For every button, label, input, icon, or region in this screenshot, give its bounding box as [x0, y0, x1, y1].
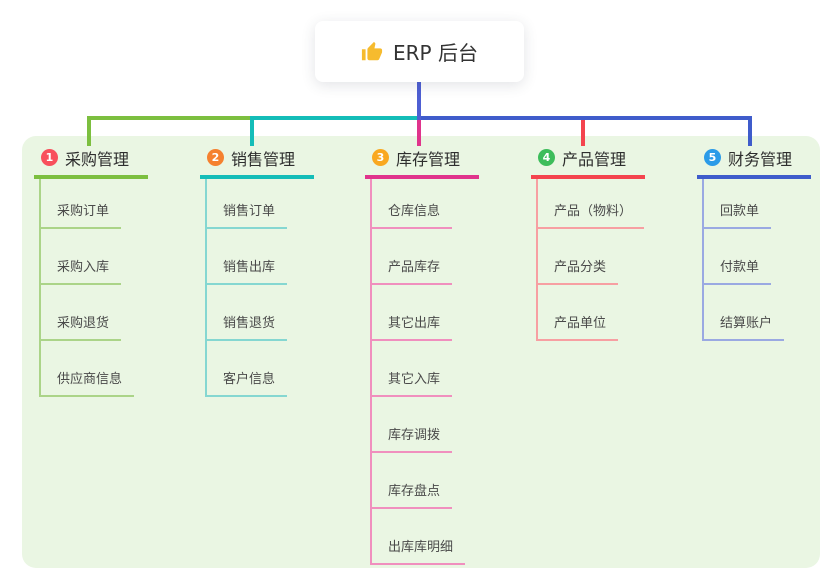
branch-header-inventory[interactable]: 3 库存管理 — [365, 146, 479, 179]
branch-label: 产品管理 — [562, 149, 627, 169]
child-node[interactable]: 产品库存 — [372, 229, 453, 285]
child-node[interactable]: 采购退货 — [41, 285, 122, 341]
branch-label: 库存管理 — [396, 149, 461, 169]
child-node[interactable]: 库存盘点 — [372, 453, 453, 509]
branch-number-badge: 1 — [41, 149, 58, 166]
branch-purchase: 1 采购管理 采购订单 采购入库 采购退货 供应商信息 — [34, 146, 148, 397]
connector-drop-finance — [748, 116, 752, 146]
branch-children: 回款单 付款单 结算账户 — [702, 179, 811, 341]
branch-number-badge: 5 — [704, 149, 721, 166]
connector-drop-inventory — [417, 120, 421, 146]
thumbs-up-icon — [361, 41, 383, 63]
child-node[interactable]: 库存调拨 — [372, 397, 453, 453]
connector-bus-purchase — [87, 116, 252, 120]
branch-product: 4 产品管理 产品（物料） 产品分类 产品单位 — [531, 146, 645, 341]
connector-bus-finance — [419, 116, 752, 120]
connector-root-stem — [417, 81, 421, 120]
branch-header-finance[interactable]: 5 财务管理 — [697, 146, 811, 179]
child-node[interactable]: 采购入库 — [41, 229, 122, 285]
child-node[interactable]: 客户信息 — [207, 341, 288, 397]
branches-panel — [22, 136, 820, 568]
connector-drop-purchase — [87, 116, 91, 146]
child-node[interactable]: 销售退货 — [207, 285, 288, 341]
connector-drop-product — [581, 120, 585, 146]
child-node[interactable]: 结算账户 — [704, 285, 785, 341]
child-node[interactable]: 其它出库 — [372, 285, 453, 341]
child-node[interactable]: 供应商信息 — [41, 341, 135, 397]
branch-finance: 5 财务管理 回款单 付款单 结算账户 — [697, 146, 811, 341]
branch-children: 采购订单 采购入库 采购退货 供应商信息 — [39, 179, 148, 397]
root-label: ERP 后台 — [393, 41, 478, 65]
branch-header-purchase[interactable]: 1 采购管理 — [34, 146, 148, 179]
branch-children: 产品（物料） 产品分类 产品单位 — [536, 179, 645, 341]
connector-drop-sales — [250, 116, 254, 146]
child-node[interactable]: 销售订单 — [207, 179, 288, 229]
child-node[interactable]: 其它入库 — [372, 341, 453, 397]
branch-children: 销售订单 销售出库 销售退货 客户信息 — [205, 179, 314, 397]
branch-header-product[interactable]: 4 产品管理 — [531, 146, 645, 179]
branch-inventory: 3 库存管理 仓库信息 产品库存 其它出库 其它入库 库存调拨 库存盘点 出库库… — [365, 146, 479, 565]
child-node[interactable]: 产品（物料） — [538, 179, 645, 229]
branch-label: 销售管理 — [231, 149, 296, 169]
child-node[interactable]: 回款单 — [704, 179, 772, 229]
root-node[interactable]: ERP 后台 — [315, 21, 524, 82]
branch-sales: 2 销售管理 销售订单 销售出库 销售退货 客户信息 — [200, 146, 314, 397]
branch-number-badge: 4 — [538, 149, 555, 166]
branch-children: 仓库信息 产品库存 其它出库 其它入库 库存调拨 库存盘点 出库库明细 — [370, 179, 479, 565]
branch-header-sales[interactable]: 2 销售管理 — [200, 146, 314, 179]
branch-number-badge: 3 — [372, 149, 389, 166]
child-node[interactable]: 产品分类 — [538, 229, 619, 285]
branch-number-badge: 2 — [207, 149, 224, 166]
child-node[interactable]: 付款单 — [704, 229, 772, 285]
child-node[interactable]: 产品单位 — [538, 285, 619, 341]
branch-label: 财务管理 — [728, 149, 793, 169]
connector-bus-sales — [250, 116, 421, 120]
child-node[interactable]: 采购订单 — [41, 179, 122, 229]
child-node[interactable]: 销售出库 — [207, 229, 288, 285]
child-node[interactable]: 出库库明细 — [372, 509, 466, 565]
child-node[interactable]: 仓库信息 — [372, 179, 453, 229]
branch-label: 采购管理 — [65, 149, 130, 169]
